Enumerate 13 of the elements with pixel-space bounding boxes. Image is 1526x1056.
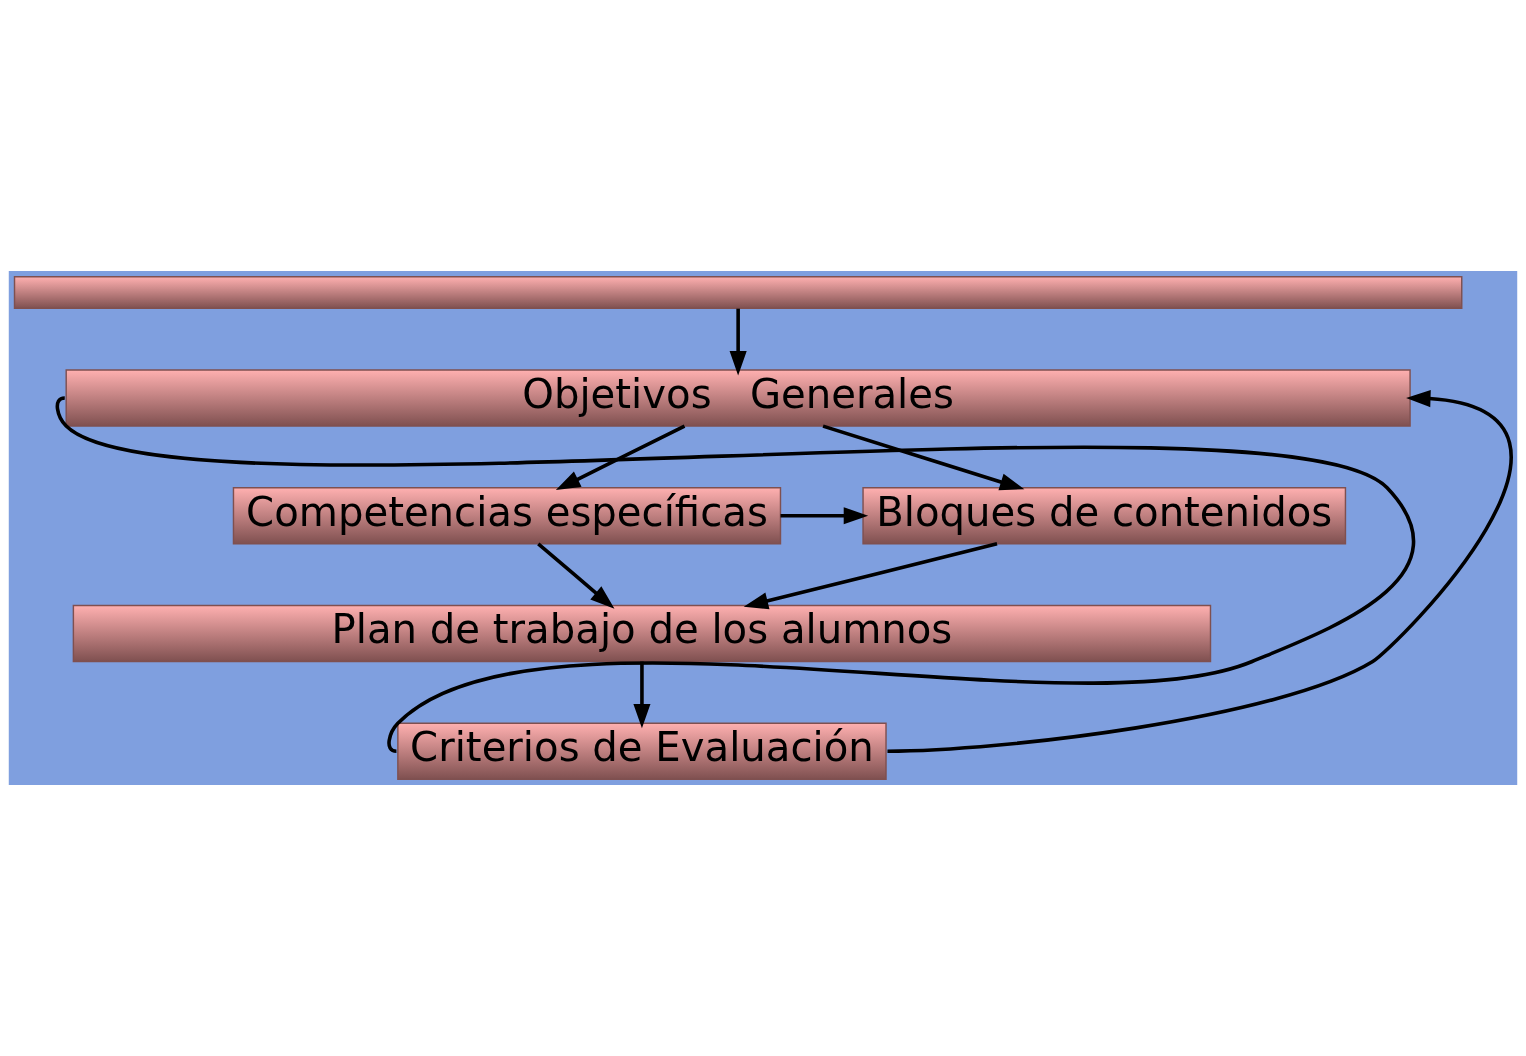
- arrow: [822, 424, 1025, 491]
- node-box: Objetivos Generales: [65, 369, 1411, 427]
- arrow: [780, 507, 869, 525]
- node-bar: [13, 276, 1463, 310]
- node-box: Competencias específicas: [232, 487, 782, 545]
- arrow: [743, 542, 998, 610]
- arrow: [555, 424, 686, 491]
- arrow: [729, 308, 747, 376]
- arrow: [537, 542, 615, 609]
- node-box: Plan de trabajo de los alumnos: [72, 604, 1212, 663]
- node-box: Criterios de Evaluación: [397, 722, 887, 780]
- node-box: Bloques de contenidos: [862, 487, 1347, 545]
- arrow: [887, 390, 1512, 754]
